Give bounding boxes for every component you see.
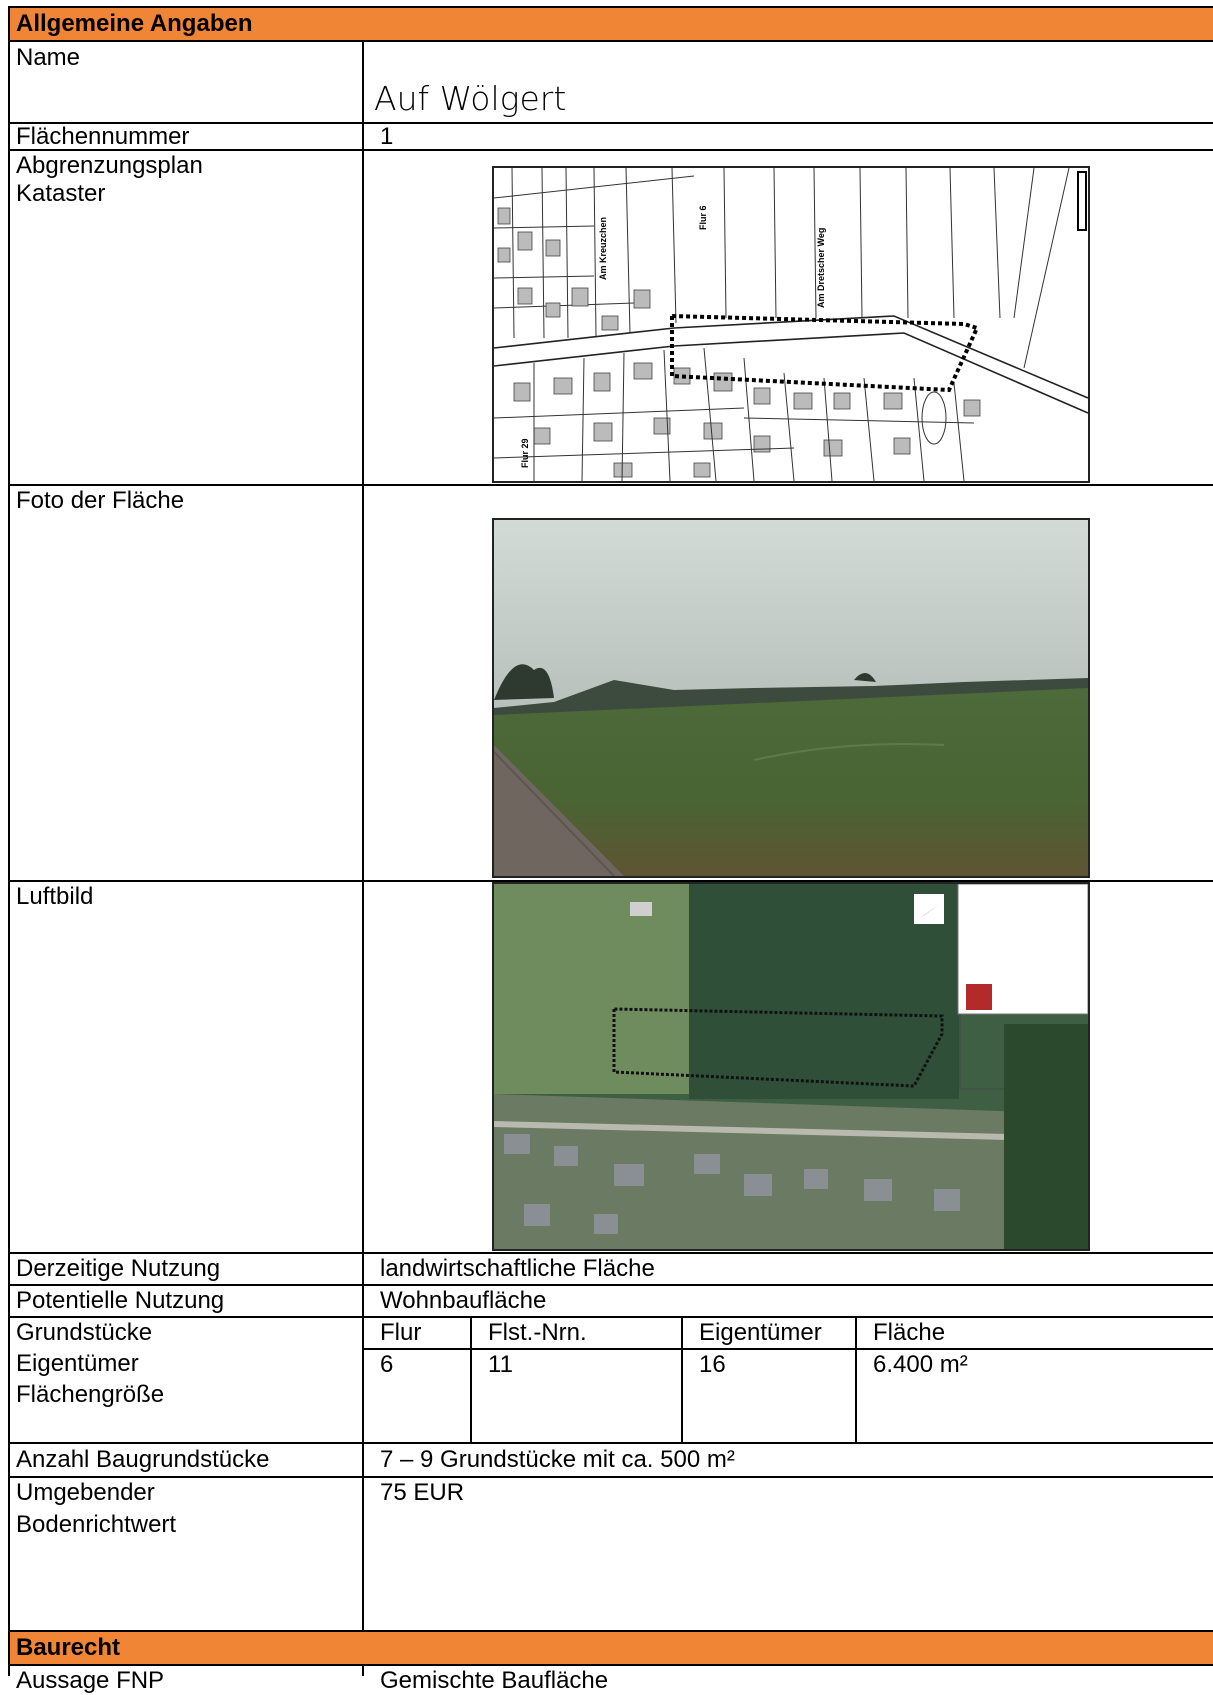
parcel-header-flur: Flur [380, 1319, 422, 1346]
aerial-photo-drawing [494, 884, 1088, 1249]
land-value-label-second: Bodenrichtwert [16, 1511, 177, 1538]
number-value: 1 [380, 123, 394, 150]
land-value-label: Umgebender [16, 1479, 155, 1506]
number-label: Flächennummer [16, 123, 190, 150]
map-label-dretscher: Am Dretscher Weg [816, 228, 826, 308]
map-label-flur29: Flur 29 [520, 438, 530, 468]
parcel-header-area: Fläche [873, 1319, 946, 1346]
photo-label: Foto der Fläche [16, 487, 185, 514]
plan-label: Abgrenzungsplan [16, 152, 203, 179]
section-title-baurecht: Baurecht [16, 1634, 121, 1661]
map-label-kreuzchen: Am Kreuzchen [598, 217, 608, 280]
parcel-header-owner: Eigentümer [699, 1319, 822, 1346]
name-value: Auf Wölgert [374, 79, 567, 118]
current-use-value: landwirtschaftliche Fläche [380, 1255, 655, 1282]
cadastral-map-drawing: Flur 6 Am Kreuzchen Am Dretscher Weg Flu… [494, 168, 1088, 481]
parcel-value-area: 6.400 m² [873, 1351, 968, 1378]
parcel-header-flst: Flst.-Nrn. [488, 1319, 587, 1346]
parcels-label-owner: Eigentümer [16, 1350, 139, 1377]
section-title-general: Allgemeine Angaben [16, 10, 253, 37]
fnp-label: Aussage FNP [16, 1667, 165, 1694]
parcel-value-flst: 11 [488, 1351, 513, 1378]
parcel-value-flur: 6 [380, 1351, 394, 1378]
aerial-photo-image [492, 882, 1090, 1251]
land-value-value: 75 EUR [380, 1479, 465, 1506]
site-photo-drawing [494, 520, 1088, 876]
potential-use-value: Wohnbaufläche [380, 1287, 547, 1314]
plots-label: Anzahl Baugrundstücke [16, 1446, 270, 1473]
parcels-label-size: Flächengröße [16, 1381, 165, 1408]
parcels-label: Grundstücke [16, 1319, 153, 1346]
name-label: Name [16, 44, 81, 71]
site-photo-image [492, 518, 1090, 878]
parcel-value-owner: 16 [699, 1351, 726, 1378]
cadastral-map-image: Flur 6 Am Kreuzchen Am Dretscher Weg Flu… [492, 166, 1090, 483]
aerial-label: Luftbild [16, 883, 94, 910]
section-band-baurecht [8, 1632, 1213, 1664]
map-label-flur6: Flur 6 [698, 205, 708, 230]
fnp-value: Gemischte Baufläche [380, 1667, 609, 1694]
plots-value: 7 – 9 Grundstücke mit ca. 500 m² [380, 1446, 735, 1473]
current-use-label: Derzeitige Nutzung [16, 1255, 221, 1282]
section-band-general [8, 8, 1213, 40]
potential-use-label: Potentielle Nutzung [16, 1287, 225, 1314]
plan-label-second: Kataster [16, 180, 106, 207]
